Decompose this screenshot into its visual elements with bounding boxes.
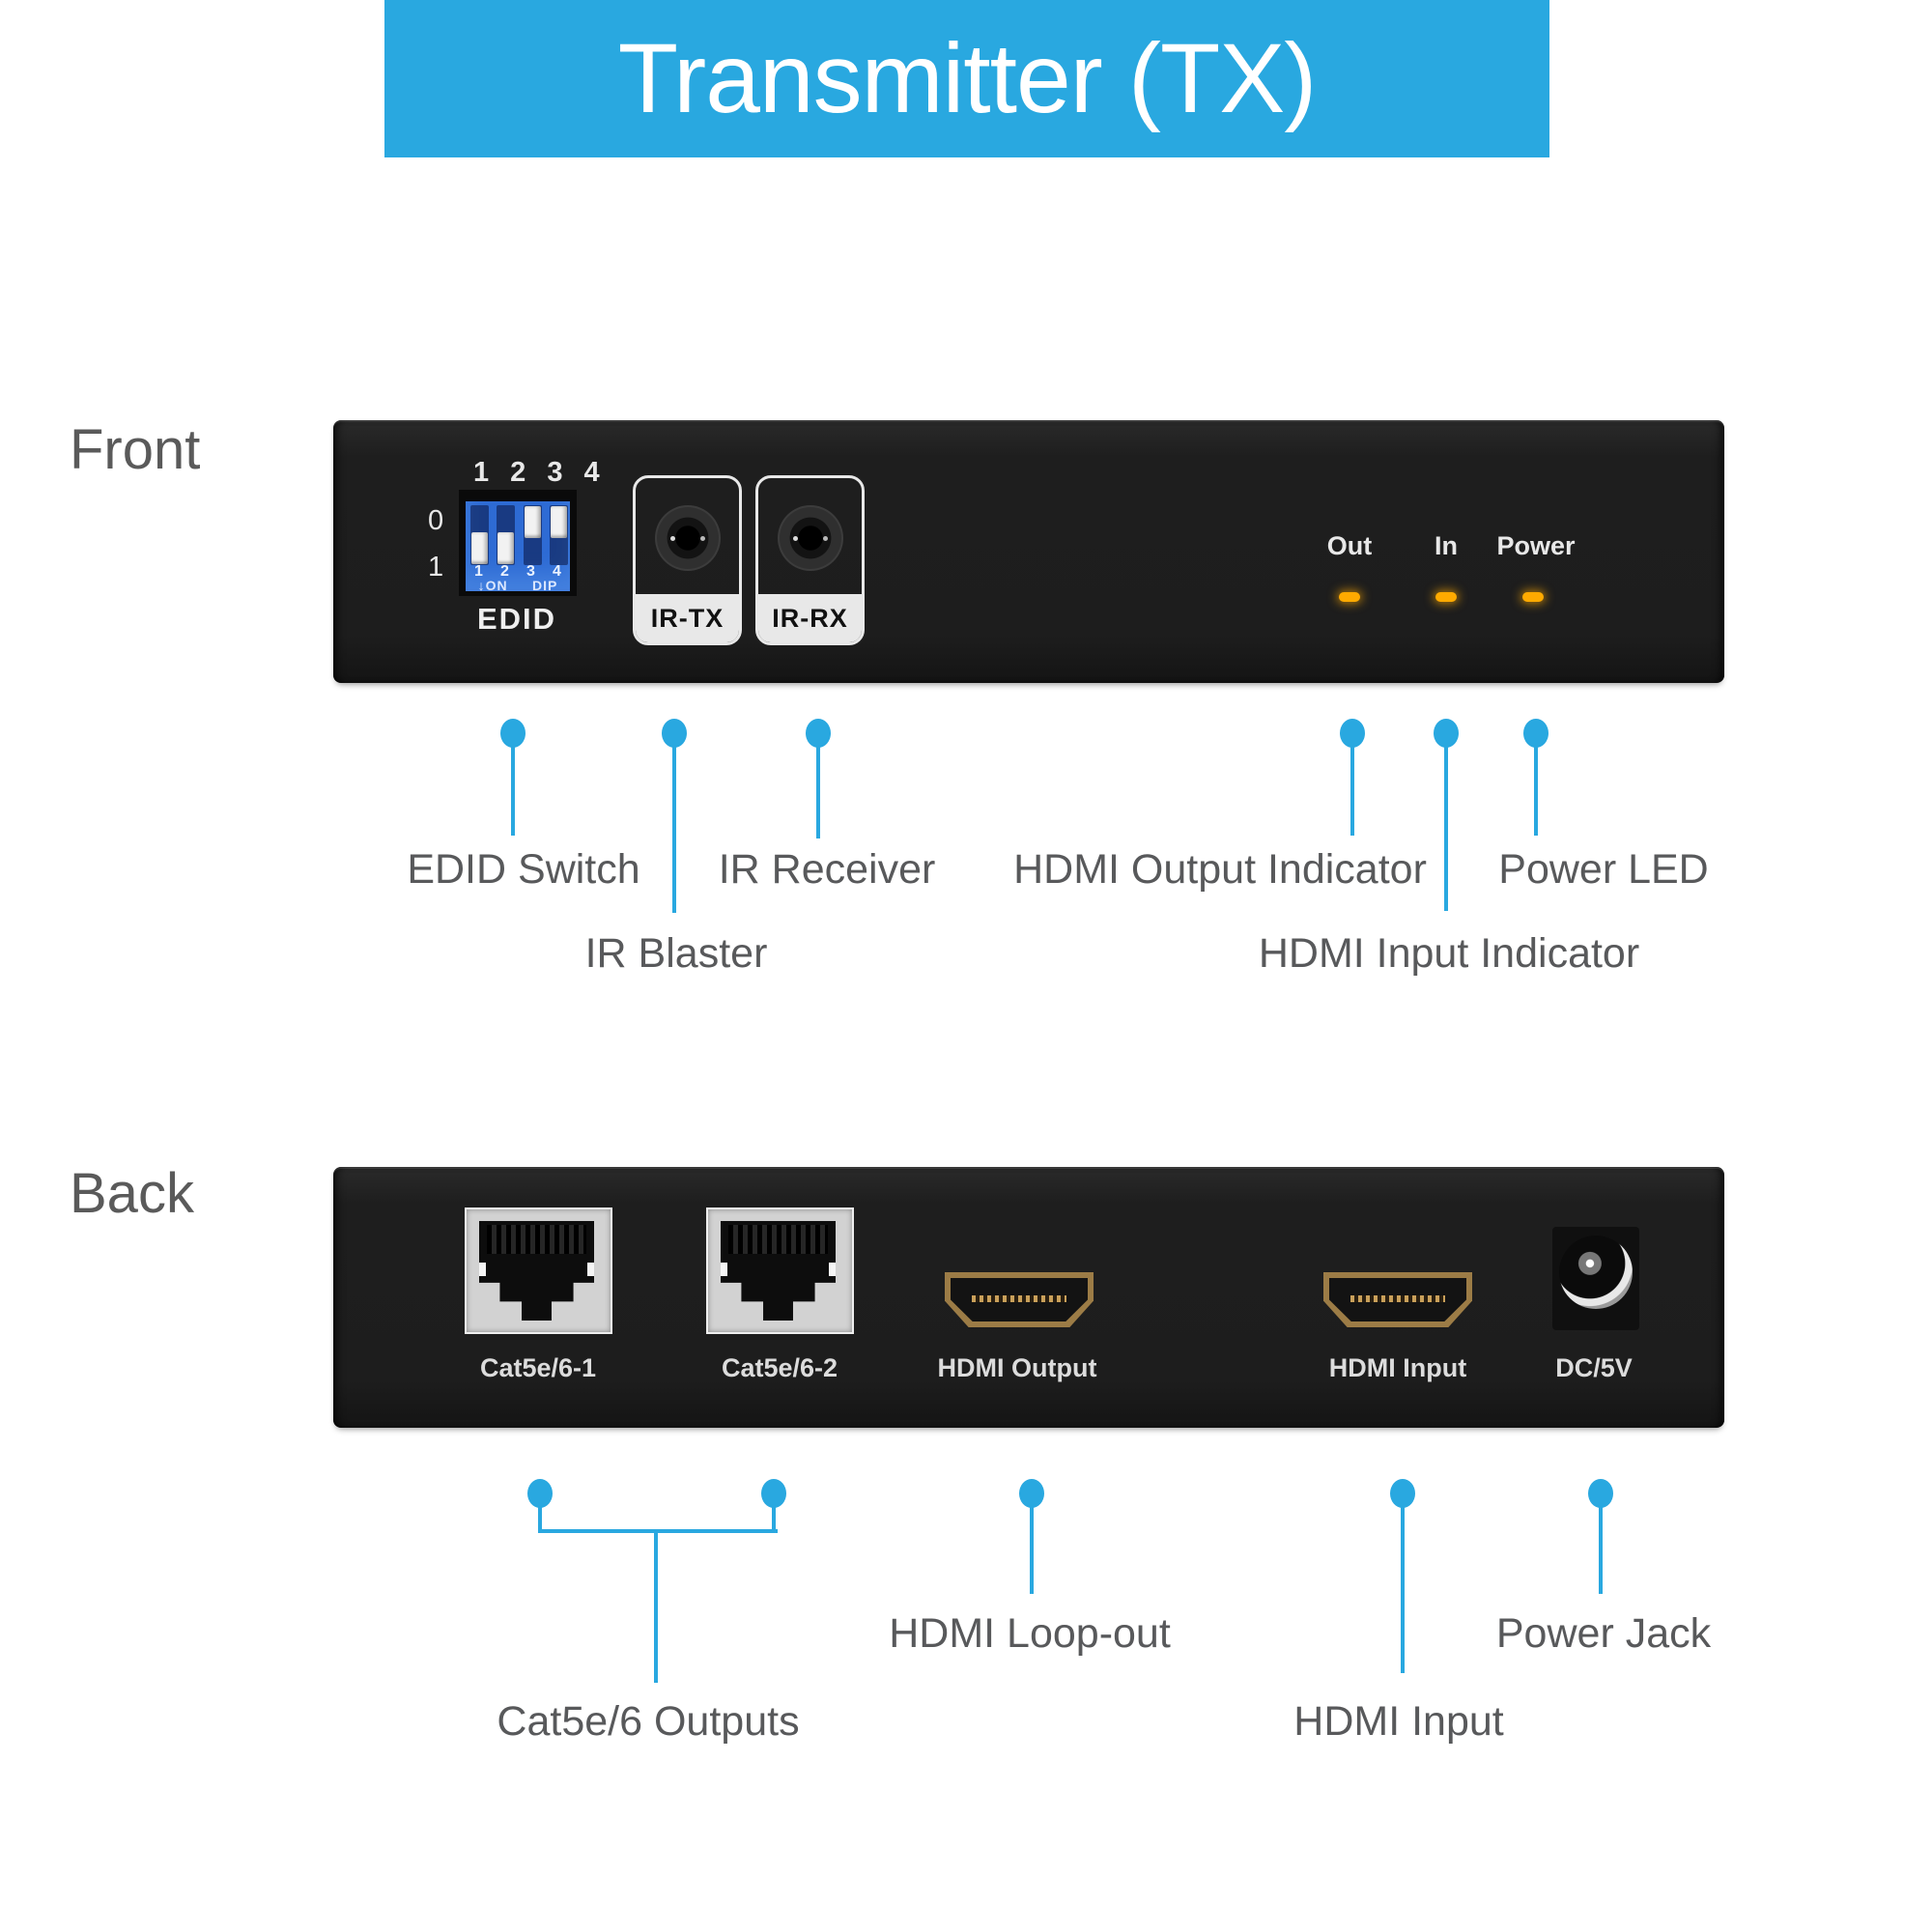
led-out-indicator-icon (1339, 592, 1360, 602)
callout-line-ir-receiver (816, 746, 820, 838)
callout-label-hdmi-input: HDMI Input (1293, 1698, 1504, 1745)
callout-dot-power-jack (1588, 1479, 1613, 1508)
ir-rx-plate: IR-RX (758, 594, 862, 642)
callout-label-power-led: Power LED (1498, 846, 1709, 893)
dip-top-numbers: 1 2 3 4 (473, 457, 607, 488)
callout-line-hdmi-input (1401, 1505, 1405, 1673)
cat5e-port-1-icon (465, 1208, 612, 1334)
dc-power-label: DC/5V (1555, 1353, 1633, 1382)
callout-line-hdmi-input-indicator (1444, 746, 1448, 911)
title-banner: Transmitter (TX) (384, 0, 1549, 157)
dip-num-3: 3 (526, 563, 535, 580)
callout-dot-hdmi-loop-out (1019, 1479, 1044, 1508)
dip-dip-label: DIP (531, 578, 558, 593)
dip-toggle-2 (497, 505, 515, 565)
dc-power-jack-icon (1552, 1227, 1639, 1330)
ir-rx-module: IR-RX (755, 475, 865, 645)
callout-label-hdmi-output-indicator: HDMI Output Indicator (1013, 846, 1427, 893)
led-in-indicator-icon (1435, 592, 1457, 602)
callout-dot-cat5e-1 (527, 1479, 553, 1508)
dip-num-1: 1 (474, 563, 483, 580)
dip-switch-numbers: 1 2 3 4 (466, 563, 570, 581)
callout-label-hdmi-loop-out: HDMI Loop-out (889, 1610, 1171, 1657)
hdmi-input-port-label: HDMI Input (1328, 1353, 1467, 1382)
dip-on-dip-row: ↓ON DIP (466, 578, 570, 593)
back-panel-device: Cat5e/6-1 Cat5e/6-2 HDMI Output HDMI Inp… (333, 1167, 1724, 1428)
dip-num-4: 4 (553, 563, 561, 580)
callout-label-ir-blaster: IR Blaster (584, 930, 768, 977)
bracket-stem (654, 1533, 658, 1683)
dip-num-2: 2 (500, 563, 509, 580)
callout-label-ir-receiver: IR Receiver (718, 846, 936, 893)
callout-dot-hdmi-input-indicator (1434, 719, 1459, 748)
hdmi-output-port-icon (945, 1272, 1094, 1327)
callout-label-power-jack: Power Jack (1495, 1610, 1712, 1657)
ir-tx-module: IR-TX (633, 475, 742, 645)
callout-dot-cat5e-2 (761, 1479, 786, 1508)
ir-rx-label: IR-RX (772, 603, 848, 633)
led-in-label: In (1435, 531, 1458, 560)
ir-tx-label: IR-TX (650, 603, 724, 633)
led-out-label: Out (1326, 531, 1373, 560)
back-section-label: Back (70, 1162, 194, 1225)
callout-line-power-jack (1599, 1505, 1603, 1594)
dip-row-zero: 0 (428, 505, 444, 536)
callout-line-power-led (1534, 746, 1538, 836)
dip-row-one: 1 (428, 552, 444, 582)
edid-label: EDID (476, 602, 557, 636)
callout-line-edid-switch (511, 746, 515, 836)
ir-rx-jack-icon (777, 505, 843, 571)
callout-label-cat5e-outputs: Cat5e/6 Outputs (497, 1698, 800, 1745)
dip-switch: 1 2 3 4 ↓ON DIP (466, 501, 570, 593)
callout-label-hdmi-input-indicator: HDMI Input Indicator (1258, 930, 1640, 977)
front-section-label: Front (70, 418, 201, 481)
bracket-horizontal-bar (538, 1529, 778, 1533)
callout-label-edid-switch: EDID Switch (407, 846, 640, 893)
ir-tx-jack-icon (654, 505, 721, 571)
callout-dot-hdmi-input (1390, 1479, 1415, 1508)
front-panel-device: 1 2 3 4 0 1 1 2 3 4 ↓ON DIP EDID (333, 420, 1724, 683)
dip-toggle-3 (524, 505, 542, 565)
callout-dot-edid-switch (500, 719, 526, 748)
callout-line-hdmi-output-indicator (1350, 746, 1354, 836)
cat5e-port-2-icon (706, 1208, 854, 1334)
hdmi-input-port-icon (1323, 1272, 1472, 1327)
bracket-stub-left (538, 1505, 542, 1533)
callout-line-ir-blaster (672, 746, 676, 913)
callout-dot-power-led (1523, 719, 1548, 748)
dip-toggle-1 (470, 505, 489, 565)
callout-dot-hdmi-output-indicator (1340, 719, 1365, 748)
callout-dot-ir-blaster (662, 719, 687, 748)
cat5e-port-1-label: Cat5e/6-1 (479, 1353, 597, 1382)
hdmi-output-port-label: HDMI Output (937, 1353, 1097, 1382)
dip-toggle-4 (550, 505, 568, 565)
callout-dot-ir-receiver (806, 719, 831, 748)
callout-line-hdmi-loop-out (1030, 1505, 1034, 1594)
page-title: Transmitter (TX) (617, 23, 1318, 133)
cat5e-port-2-label: Cat5e/6-2 (721, 1353, 838, 1382)
dip-on-label: ↓ON (477, 578, 508, 593)
led-power-indicator-icon (1522, 592, 1544, 602)
dip-switch-bezel: 1 2 3 4 ↓ON DIP (459, 490, 577, 596)
ir-tx-plate: IR-TX (636, 594, 739, 642)
led-power-label: Power (1496, 531, 1576, 560)
bracket-stub-right (772, 1505, 776, 1533)
